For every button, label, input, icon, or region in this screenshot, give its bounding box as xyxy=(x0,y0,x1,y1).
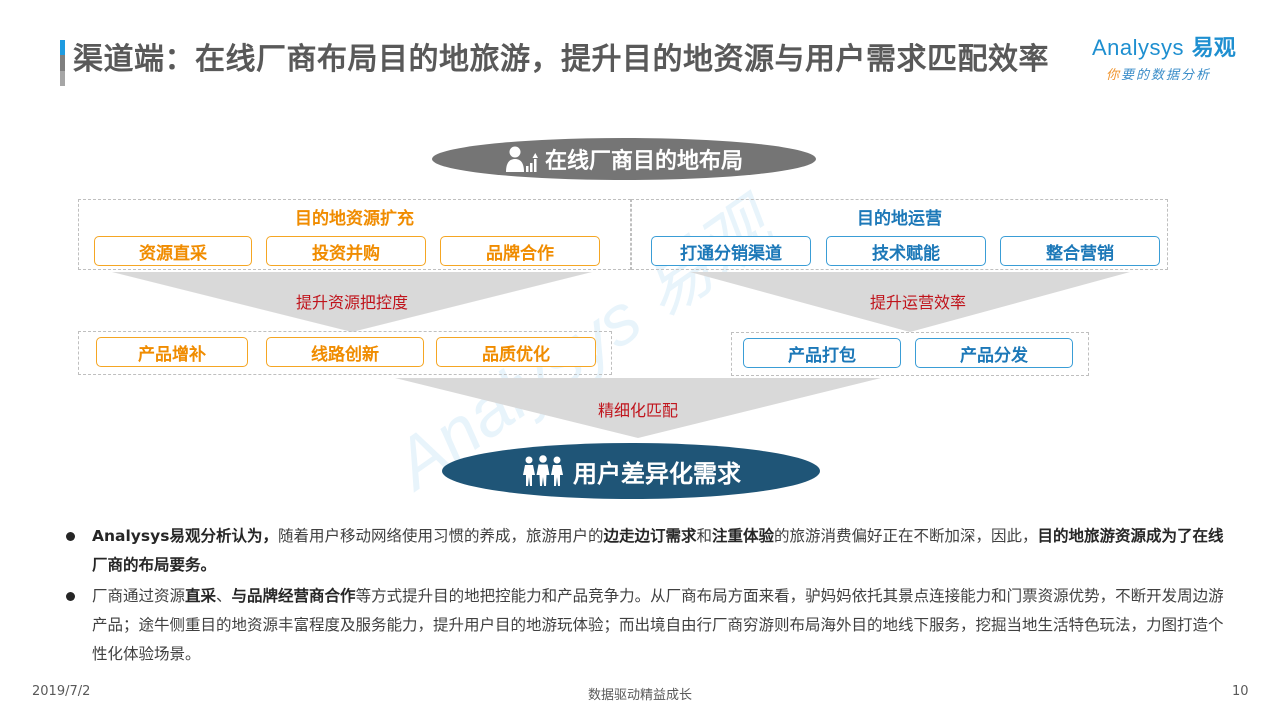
bullet-2-seg-4: 与品牌经营商合作 xyxy=(231,587,356,605)
bullet-1-seg-6: 的旅游消费偏好正在不断加深，因此， xyxy=(774,527,1038,545)
left-group-title: 目的地资源扩充 xyxy=(295,209,414,229)
logo-brand-cn: 易观 xyxy=(1191,36,1236,61)
bullet-1-seg-2: 随着用户移动网络使用习惯的养成，旅游用户的 xyxy=(277,527,604,545)
bullet-1-seg-3: 边走边订需求 xyxy=(603,527,697,545)
left-group-box xyxy=(78,199,631,270)
left-results-box xyxy=(78,331,612,375)
right-arrow-label: 提升运营效率 xyxy=(869,293,966,312)
right-group-box xyxy=(631,199,1168,270)
online-vendor-destination-layout: 在线厂商目的地布局 xyxy=(432,138,816,180)
right-result-product-distribution: 产品分发 xyxy=(915,338,1073,368)
left-funnel-arrow xyxy=(112,272,592,332)
bullet-1-seg-7: 目的地旅游资源成为了在线厂商的布局要务。 xyxy=(92,527,1224,574)
analysis-bullets: Analysys易观分析认为，随着用户移动网络使用习惯的养成，旅游用户的边走边订… xyxy=(64,522,1234,669)
bullet-2-seg-3: 、 xyxy=(216,587,232,605)
bullet-2-seg-5: 等方式提升目的地把控能力和产品竞争力。从厂商布局方面来看，驴妈妈依托其景点连接能… xyxy=(92,587,1224,663)
left-result-quality-optimization: 品质优化 xyxy=(436,337,596,367)
bullet-1-seg-4: 和 xyxy=(696,527,713,545)
logo-brand-en: Analysys xyxy=(1092,35,1185,60)
left-item-investment-acquisition: 投资并购 xyxy=(266,236,426,266)
bottom-ellipse-label: 用户差异化需求 xyxy=(573,459,741,488)
footer-slogan: 数据驱动精益成长 xyxy=(587,688,692,703)
left-result-route-innovation: 线路创新 xyxy=(266,337,424,367)
bullet-1-seg-5: 注重体验 xyxy=(712,527,775,545)
bullet-item: 厂商通过资源直采、与品牌经营商合作等方式提升目的地把控能力和产品竞争力。从厂商布… xyxy=(64,582,1234,669)
bullet-item: Analysys易观分析认为，随着用户移动网络使用习惯的养成，旅游用户的边走边订… xyxy=(64,522,1234,580)
merge-arrow-label: 精细化匹配 xyxy=(597,401,678,420)
bullet-2-seg-1: 厂商通过资源 xyxy=(92,587,186,605)
left-arrow-label: 提升资源把控度 xyxy=(295,293,408,312)
bullet-1-seg-1: Analysys易观分析认为， xyxy=(92,527,278,545)
left-item-resource-direct-purchase: 资源直采 xyxy=(94,236,252,266)
right-result-product-packaging: 产品打包 xyxy=(743,338,901,368)
right-funnel-arrow xyxy=(690,272,1130,332)
people-group-icon xyxy=(523,455,563,486)
left-item-brand-cooperation: 品牌合作 xyxy=(440,236,600,266)
right-item-distribution-channels: 打通分销渠道 xyxy=(651,236,811,266)
user-differentiated-needs: 用户差异化需求 xyxy=(442,443,820,499)
top-ellipse-label: 在线厂商目的地布局 xyxy=(544,149,743,174)
analysys-logo: Analysys 易观 你要的数据分析 xyxy=(1092,30,1262,85)
right-item-tech-empowerment: 技术赋能 xyxy=(826,236,986,266)
page-number: 10 xyxy=(1232,684,1249,699)
page-title: 渠道端：在线厂商布局目的地旅游，提升目的地资源与用户需求匹配效率 xyxy=(73,42,1049,77)
logo-slogan-first: 你 xyxy=(1106,68,1122,83)
title-accent-bar xyxy=(60,40,65,86)
right-group-title: 目的地运营 xyxy=(857,209,942,229)
merge-funnel-arrow xyxy=(395,378,881,438)
right-item-integrated-marketing: 整合营销 xyxy=(1000,236,1160,266)
businessman-growth-icon xyxy=(505,146,538,172)
footer-date: 2019/7/2 xyxy=(32,684,91,699)
right-results-box xyxy=(731,332,1089,376)
logo-slogan-rest: 要的数据分析 xyxy=(1121,68,1212,83)
bullet-2-seg-2: 直采 xyxy=(185,587,217,605)
left-result-product-supplement: 产品增补 xyxy=(96,337,248,367)
